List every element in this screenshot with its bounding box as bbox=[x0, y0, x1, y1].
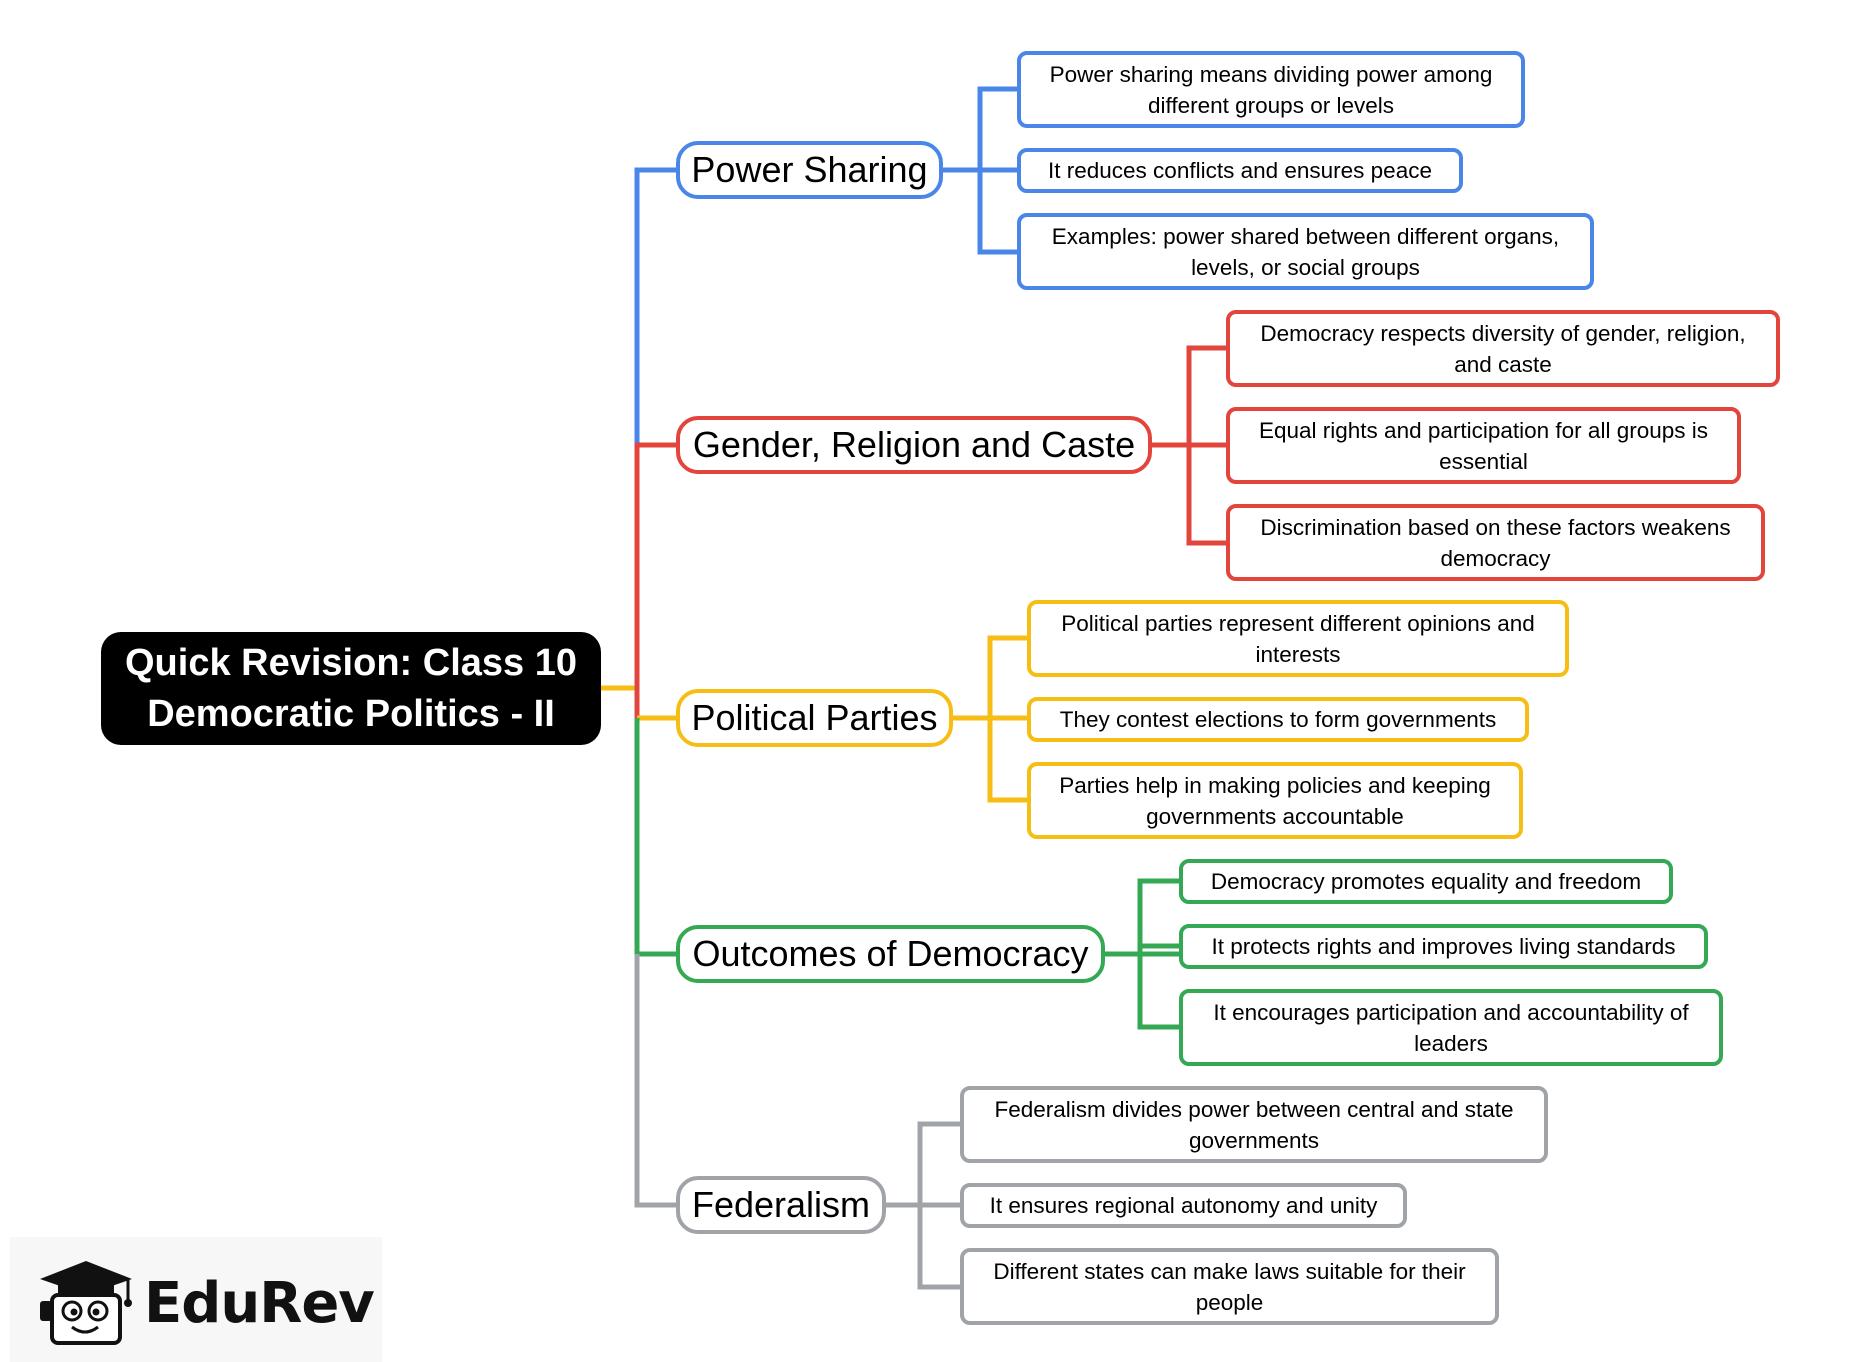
leaf-gender-3: Discrimination based on these factors we… bbox=[1226, 504, 1765, 581]
leaf-parties-2: They contest elections to form governmen… bbox=[1027, 697, 1529, 742]
leaf-parties-1: Political parties represent different op… bbox=[1027, 600, 1569, 677]
branch-label: Federalism bbox=[691, 1184, 871, 1225]
branch-power-sharing: Power Sharing bbox=[676, 141, 943, 199]
graduation-cap-mascot-icon bbox=[40, 1261, 132, 1345]
edurev-logo: EduRev bbox=[10, 1237, 382, 1362]
branch-gender-religion-caste: Gender, Religion and Caste bbox=[676, 416, 1152, 474]
central-topic: Quick Revision: Class 10 Democratic Poli… bbox=[101, 632, 601, 745]
leaf-power-sharing-3: Examples: power shared between different… bbox=[1017, 213, 1594, 290]
leaf-outcomes-1: Democracy promotes equality and freedom bbox=[1179, 859, 1673, 904]
logo-wordmark: EduRev bbox=[144, 1271, 375, 1336]
leaf-gender-1: Democracy respects diversity of gender, … bbox=[1226, 310, 1780, 387]
branch-outcomes-of-democracy: Outcomes of Democracy bbox=[676, 925, 1105, 983]
branch-label: Political Parties bbox=[691, 697, 938, 738]
leaf-parties-3: Parties help in making policies and keep… bbox=[1027, 762, 1523, 839]
leaf-gender-2: Equal rights and participation for all g… bbox=[1226, 407, 1741, 484]
central-topic-line-1: Quick Revision: Class 10 bbox=[125, 641, 577, 684]
leaf-federalism-3: Different states can make laws suitable … bbox=[960, 1248, 1499, 1325]
leaf-federalism-2: It ensures regional autonomy and unity bbox=[960, 1183, 1407, 1228]
leaf-outcomes-2: It protects rights and improves living s… bbox=[1179, 924, 1708, 969]
central-topic-line-2: Democratic Politics - II bbox=[147, 692, 555, 735]
leaf-power-sharing-1: Power sharing means dividing power among… bbox=[1017, 51, 1525, 128]
branch-federalism: Federalism bbox=[676, 1176, 886, 1234]
leaf-power-sharing-2: It reduces conflicts and ensures peace bbox=[1017, 148, 1463, 193]
branch-label: Gender, Religion and Caste bbox=[692, 424, 1136, 465]
branch-label: Power Sharing bbox=[691, 149, 928, 190]
branch-political-parties: Political Parties bbox=[676, 689, 953, 747]
leaf-federalism-1: Federalism divides power between central… bbox=[960, 1086, 1548, 1163]
leaf-outcomes-3: It encourages participation and accounta… bbox=[1179, 989, 1723, 1066]
branch-label: Outcomes of Democracy bbox=[692, 933, 1089, 974]
